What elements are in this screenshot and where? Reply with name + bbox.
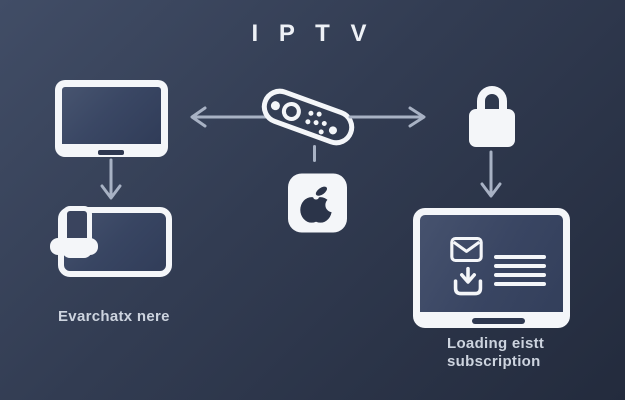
page-title: I P T V — [251, 20, 374, 47]
padlock-body — [469, 109, 515, 147]
card-bar-icon — [50, 238, 98, 255]
arrow-left-icon — [190, 106, 269, 128]
tv-icon — [55, 80, 168, 157]
remote-control-icon — [256, 83, 360, 151]
arrow-down-icon — [100, 158, 122, 200]
subscription-caption-line2: subscription — [447, 353, 541, 370]
subscription-caption: Loading eistt subscription — [447, 335, 544, 371]
list-line — [494, 273, 546, 277]
list-line — [494, 282, 546, 286]
remote-ring-button — [279, 99, 304, 124]
padlock-icon — [477, 86, 507, 112]
laptop-base-slot — [472, 318, 525, 324]
devices-caption: Evarchatx nere — [58, 308, 170, 325]
envelope-icon — [450, 236, 483, 263]
download-icon — [453, 266, 483, 296]
connector-line — [313, 145, 316, 162]
arrow-right-icon — [348, 106, 426, 128]
list-line — [494, 255, 546, 259]
laptop-icon — [413, 208, 570, 328]
apple-logo-icon — [288, 173, 347, 233]
subscription-caption-line1: Loading eistt — [447, 335, 545, 352]
remote-power-dot — [269, 99, 282, 112]
arrow-down-icon — [480, 150, 502, 198]
tv-stand-slot — [98, 150, 124, 155]
list-line — [494, 264, 546, 268]
